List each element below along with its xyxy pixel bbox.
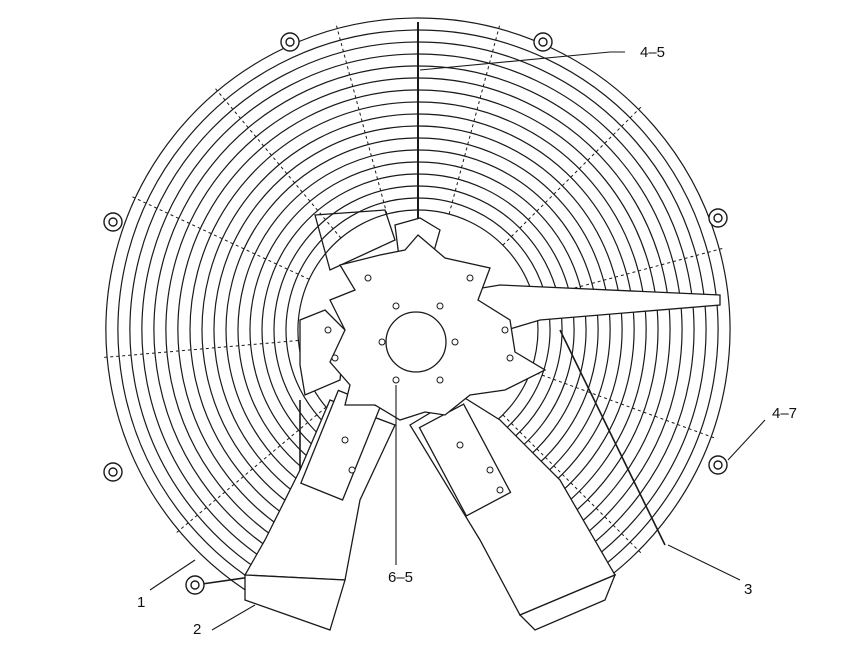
bolt-hole — [501, 326, 509, 334]
bolt-hole — [331, 354, 339, 362]
guard-ring — [129, 41, 707, 585]
mounting-ear — [280, 32, 300, 52]
bolt-hole — [348, 466, 356, 474]
leader-1 — [149, 559, 196, 591]
bolt-hole — [392, 302, 400, 310]
mounting-ear — [103, 212, 123, 232]
guard-ring — [237, 149, 599, 490]
guard-ring — [105, 17, 731, 607]
label-2: 2 — [193, 621, 201, 638]
mounting-ear — [708, 455, 728, 475]
guard-rib — [530, 370, 717, 440]
fan-assembly — [243, 209, 721, 631]
bolt-hole — [341, 436, 349, 444]
guard-ring — [201, 113, 635, 522]
label-3: 3 — [744, 581, 752, 598]
leader-lines — [149, 51, 766, 631]
bolt-hole — [436, 376, 444, 384]
guard-ring — [261, 173, 575, 469]
bolt-hole — [378, 338, 386, 346]
guard-ring — [273, 185, 563, 458]
fan-hub-bore — [385, 311, 447, 373]
bolt-hole — [456, 441, 464, 449]
bolt-hole — [496, 486, 504, 494]
leader-2 — [211, 604, 256, 631]
guard-rib — [213, 86, 342, 239]
bolt-hole — [451, 338, 459, 346]
guard-ring — [249, 161, 587, 479]
fan-blade-lower-right — [409, 394, 617, 631]
guard-rib — [502, 104, 644, 246]
mounting-ear — [708, 208, 728, 228]
bolt-hole — [324, 326, 332, 334]
fan-guard-radial-ribs — [101, 22, 726, 556]
bolt-hole — [466, 274, 474, 282]
label-6-5: 6–5 — [388, 569, 413, 586]
leader-4-5 — [419, 51, 625, 71]
guard-ring — [153, 65, 683, 564]
guard-ring — [189, 101, 647, 532]
guard-rib — [129, 195, 310, 280]
label-4-7: 4–7 — [772, 405, 797, 422]
guard-ring — [141, 53, 695, 575]
guard-rib — [335, 22, 388, 215]
label-4-5: 4–5 — [640, 44, 665, 61]
guard-ring — [225, 137, 611, 501]
guard-ring — [165, 77, 671, 554]
label-1: 1 — [137, 594, 145, 611]
guard-ring — [117, 29, 719, 596]
guard-rib — [502, 414, 644, 556]
guard-ring — [213, 125, 623, 511]
mounting-ear — [103, 462, 123, 482]
bolt-hole — [436, 302, 444, 310]
bolt-hole — [392, 376, 400, 384]
bolt-hole — [486, 466, 494, 474]
mounting-ear — [185, 575, 205, 595]
mounting-ear — [533, 32, 553, 52]
guard-ring — [177, 89, 659, 543]
guard-ring — [285, 197, 551, 448]
leader-4-7 — [727, 419, 766, 461]
bolt-holes — [324, 274, 514, 494]
fan-blade-lower-left — [243, 389, 396, 631]
guard-cut-edge — [559, 329, 666, 546]
mounting-ears — [103, 32, 728, 595]
leader-3 — [667, 544, 741, 581]
bolt-hole — [364, 274, 372, 282]
bolt-hole — [506, 354, 514, 362]
guard-rib — [448, 22, 501, 215]
